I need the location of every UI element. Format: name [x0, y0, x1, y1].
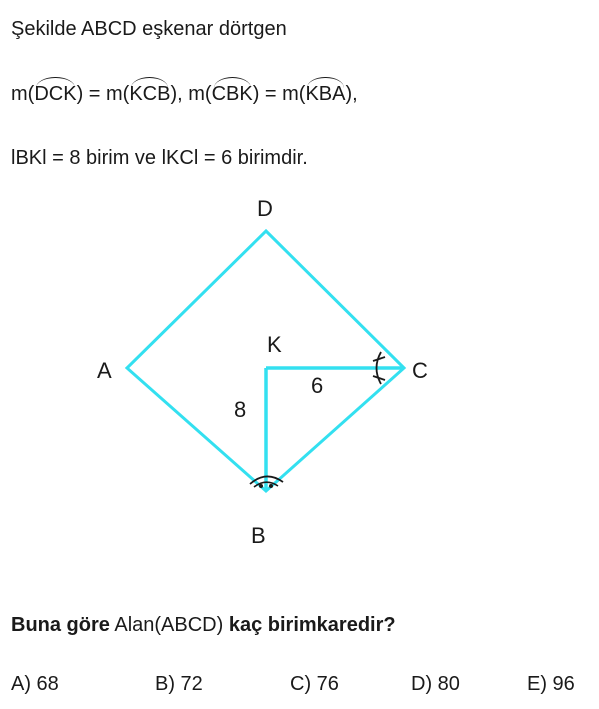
problem-line-1: Şekilde ABCD eşkenar dörtgen: [11, 18, 287, 40]
option-a[interactable]: A) 68: [11, 673, 59, 695]
option-e[interactable]: E) 96: [527, 673, 575, 695]
question-text: Buna göre Alan(ABCD) kaç birimkaredir?: [11, 614, 396, 636]
label-c: C: [412, 358, 428, 383]
angle-cbk: CBK: [211, 77, 253, 105]
problem-line-3: lBKl = 8 birim ve lKCl = 6 birimdir.: [11, 147, 308, 169]
option-d[interactable]: D) 80: [411, 673, 460, 695]
problem-line-2: m(DCK) = m(KCB), m(CBK) = m(KBA),: [11, 77, 358, 105]
label-k: K: [267, 332, 282, 357]
angle-dck: DCK: [34, 77, 77, 105]
angle-kcb: KCB: [129, 77, 171, 105]
option-b[interactable]: B) 72: [155, 673, 203, 695]
angle-mark-b: [249, 475, 284, 488]
option-c[interactable]: C) 76: [290, 673, 339, 695]
angle-kba: KBA: [305, 77, 346, 105]
length-kc: 6: [311, 373, 323, 398]
label-d: D: [257, 196, 273, 221]
label-a: A: [97, 358, 112, 383]
angle-mark-c: [372, 351, 386, 385]
length-bk: 8: [234, 397, 246, 422]
label-b: B: [251, 523, 266, 548]
